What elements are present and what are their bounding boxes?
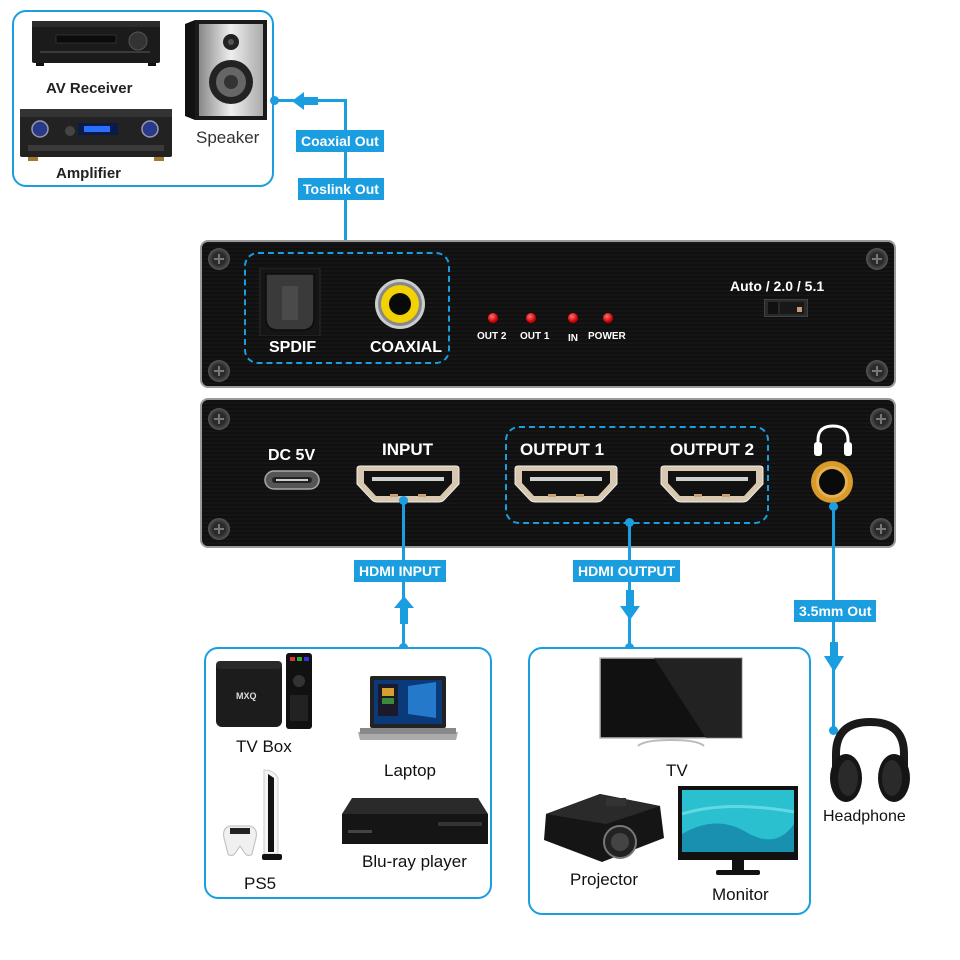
svg-text:MXQ: MXQ — [236, 691, 257, 701]
output1-label: OUTPUT 1 — [520, 440, 605, 459]
speaker-icon — [185, 20, 267, 120]
connection-dot — [625, 518, 634, 527]
connection-dot — [399, 496, 408, 505]
hdmi-output-badge: HDMI OUTPUT — [573, 560, 681, 582]
coaxial-label: COAXIAL — [370, 339, 442, 356]
headphone-label: Headphone — [823, 808, 906, 825]
arrow-down-icon — [824, 642, 844, 672]
spdif-port[interactable] — [258, 267, 322, 337]
arrow-down-icon — [620, 590, 640, 620]
toslink-out-badge: Toslink Out — [298, 178, 384, 200]
front-panel: SPDIF COAXIAL OUT 2 OUT 1 IN POWER Auto … — [200, 240, 896, 388]
screw-icon — [870, 518, 892, 540]
projector-label: Projector — [570, 870, 639, 889]
hdmi-input-badge: HDMI INPUT — [354, 560, 446, 582]
monitor-icon — [676, 784, 800, 880]
tv-box-icon: MXQ — [214, 651, 316, 731]
screw-icon — [208, 248, 230, 270]
av-receiver-icon — [30, 17, 162, 69]
arrow-up-icon — [394, 596, 414, 624]
screw-icon — [866, 360, 888, 382]
led-power-label: POWER — [588, 331, 626, 342]
tv-icon — [598, 656, 744, 748]
hdmi-output-line — [628, 522, 631, 648]
usb-c-port[interactable] — [264, 470, 320, 490]
dc-label: DC 5V — [268, 447, 316, 464]
led-power-indicator — [603, 313, 613, 323]
connection-dot — [829, 502, 838, 511]
tv-box-label: TV Box — [236, 737, 292, 756]
screw-icon — [208, 360, 230, 382]
hdmi-output-highlight — [505, 426, 769, 524]
led-out1-indicator — [526, 313, 536, 323]
bluray-player-icon — [338, 796, 490, 848]
arrow-left-icon — [292, 92, 322, 110]
hdmi-output2-port[interactable] — [660, 464, 764, 504]
coaxial-port[interactable] — [374, 278, 426, 330]
audio-connection-line — [344, 99, 347, 251]
hdmi-output1-port[interactable] — [514, 464, 618, 504]
audio-output-highlight — [244, 252, 450, 364]
headphone-icon — [826, 714, 914, 804]
led-out2-label: OUT 2 — [477, 331, 507, 342]
tv-label: TV — [666, 761, 688, 780]
led-in-label: IN — [568, 333, 578, 344]
mode-switch-label: Auto / 2.0 / 5.1 — [730, 278, 825, 294]
mode-switch[interactable] — [763, 298, 809, 318]
led-in-indicator — [568, 313, 578, 323]
led-out1-label: OUT 1 — [520, 331, 550, 342]
connection-dot — [829, 726, 838, 735]
screw-icon — [870, 408, 892, 430]
screw-icon — [208, 518, 230, 540]
headphone-jack[interactable] — [810, 460, 854, 504]
monitor-label: Monitor — [712, 885, 769, 904]
screw-icon — [866, 248, 888, 270]
amplifier-icon — [20, 107, 172, 163]
coaxial-out-badge: Coaxial Out — [296, 130, 384, 152]
ps5-label: PS5 — [244, 874, 277, 893]
spdif-label: SPDIF — [269, 339, 317, 356]
projector-icon — [540, 790, 666, 864]
connection-dot — [270, 96, 279, 105]
hdmi-input-port[interactable] — [356, 464, 460, 504]
input-label: INPUT — [382, 440, 433, 459]
output2-label: OUTPUT 2 — [670, 440, 755, 459]
led-out2-indicator — [488, 313, 498, 323]
amplifier-label: Amplifier — [56, 165, 122, 182]
headphone-symbol-icon — [812, 422, 854, 458]
laptop-label: Laptop — [384, 761, 436, 780]
screw-icon — [208, 408, 230, 430]
ps5-icon — [218, 768, 298, 864]
headphone-out-badge: 3.5mm Out — [794, 600, 877, 622]
bluray-player-label: Blu-ray player — [362, 852, 467, 871]
rear-panel: DC 5V INPUT OUTPUT 1 OUTPUT 2 — [200, 398, 896, 548]
av-receiver-label: AV Receiver — [46, 80, 133, 97]
laptop-icon — [356, 674, 460, 750]
speaker-label: Speaker — [196, 128, 260, 147]
